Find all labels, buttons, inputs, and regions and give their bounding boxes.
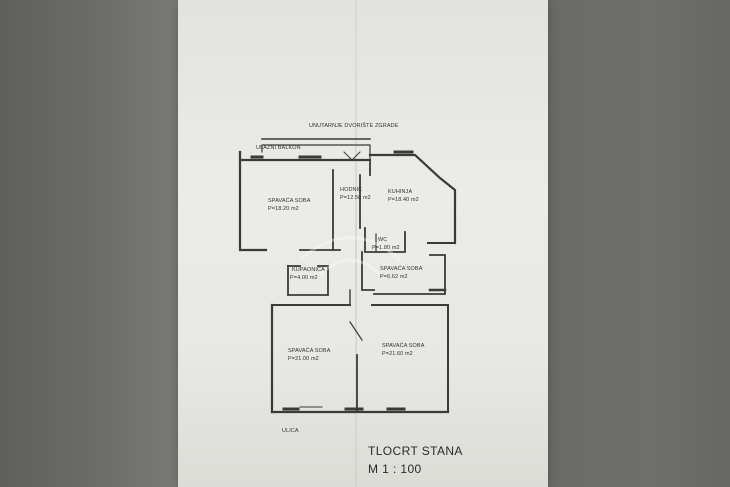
outer-wall-left xyxy=(238,150,268,252)
room-area-kitchen: P=18.40 m2 xyxy=(388,197,419,203)
room-area-bathroom: P=4.00 m2 xyxy=(290,275,318,281)
room-name-bedroom-4: SPAVAĆA SOBA xyxy=(382,343,425,349)
door-swing-lower xyxy=(349,321,363,341)
wall-small-bedroom-left xyxy=(361,251,375,291)
room-area-bedroom-1: P=18.20 m2 xyxy=(268,206,299,212)
plan-title: TLOCRT STANA xyxy=(368,444,463,458)
balcony-railing xyxy=(261,144,371,161)
room-area-wc: P=1.80 m2 xyxy=(372,245,400,251)
room-area-bedroom-3: P=21.00 m2 xyxy=(288,356,319,362)
room-name-bedroom-small: SPAVAĆA SOBA xyxy=(380,266,423,272)
paper-crease xyxy=(355,0,357,487)
label-entrance-balcony: ULAZNI BALKON xyxy=(256,145,301,151)
room-area-hallway: P=12.50 m2 xyxy=(340,195,371,201)
plan-scale: M 1 : 100 xyxy=(368,462,422,476)
room-name-wc: WC xyxy=(378,237,388,243)
room-name-hallway: HODNIK xyxy=(340,187,362,193)
room-name-kitchen: KUHINJA xyxy=(388,189,413,195)
room-name-bathroom: KUPAONICA xyxy=(292,267,325,273)
wall-wc xyxy=(364,227,406,253)
watermark-logo xyxy=(298,236,402,277)
room-name-bedroom-3: SPAVAĆA SOBA xyxy=(288,348,331,354)
room-area-bedroom-small: P=6.62 m2 xyxy=(380,274,408,280)
background-left xyxy=(0,0,180,487)
background-right xyxy=(540,0,730,487)
outer-wall-kitchen xyxy=(368,153,457,245)
label-street: ULICA xyxy=(282,428,299,434)
entry-door-mark xyxy=(343,151,361,161)
wall-lower-top-right xyxy=(371,304,449,413)
room-name-bedroom-1: SPAVAĆA SOBA xyxy=(268,198,311,204)
wall-bathroom xyxy=(287,265,329,296)
wall-small-bedroom xyxy=(373,254,446,295)
label-courtyard: UNUTARNJE DVORIŠTE ZGRADE xyxy=(309,123,399,129)
room-area-bedroom-4: P=21.60 m2 xyxy=(382,351,413,357)
